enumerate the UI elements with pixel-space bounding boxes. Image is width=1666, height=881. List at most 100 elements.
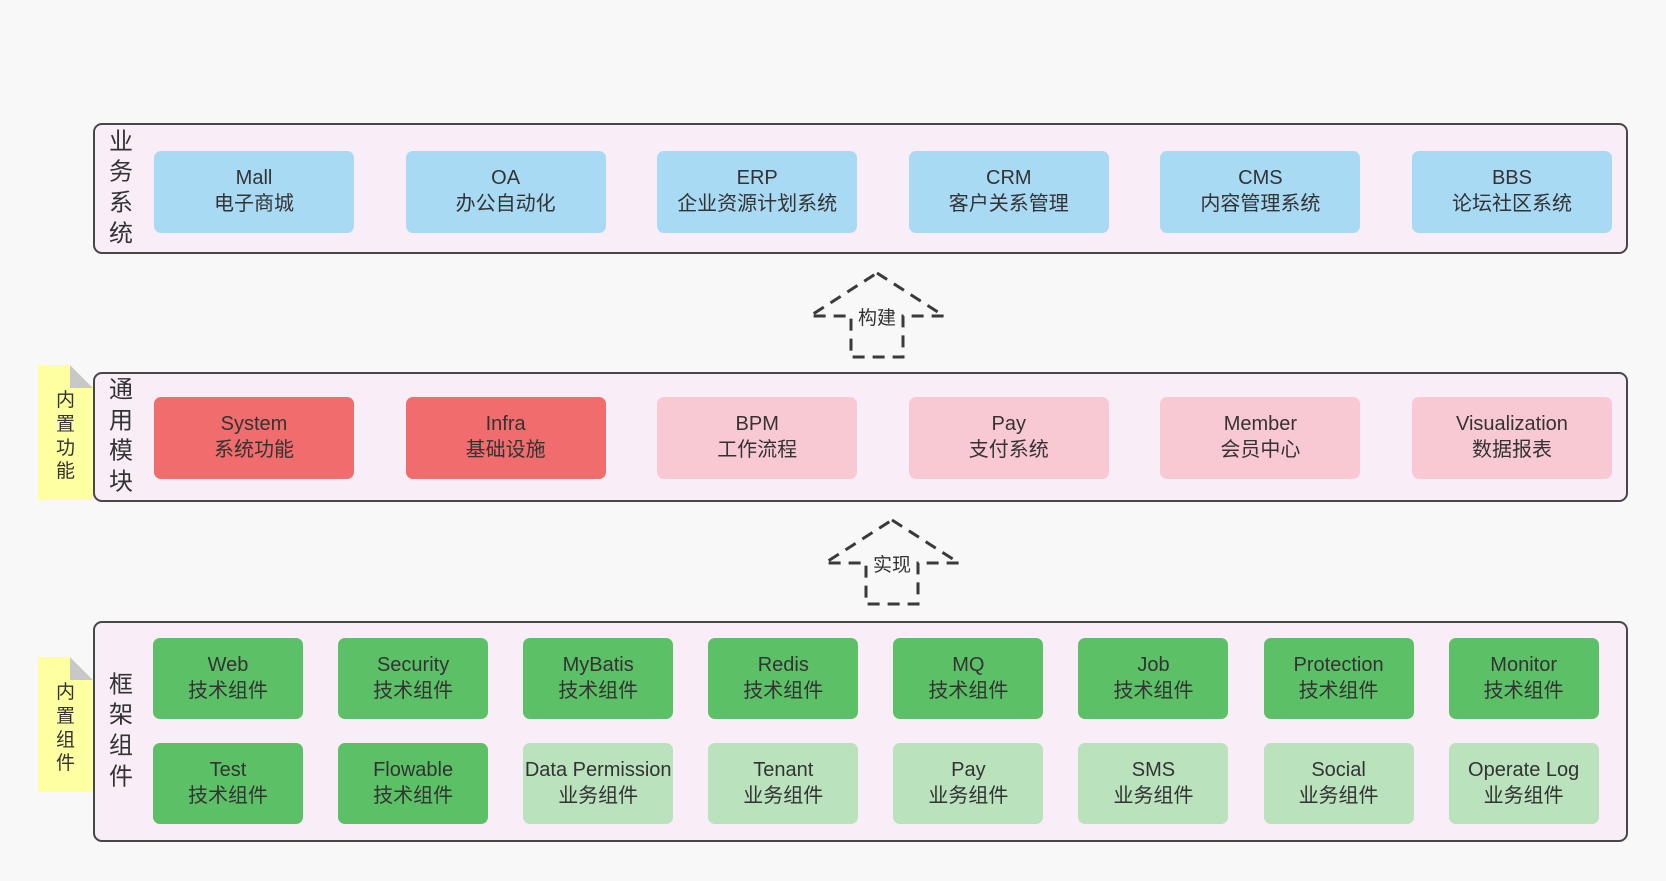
box-pay: Pay 支付系统 [908,397,1109,479]
box-job: Job 技术组件 [1078,638,1229,719]
box-subtitle: 支付系统 [968,439,1049,461]
up-arrow-shape [807,271,947,359]
folded-corner-icon [70,657,93,680]
box-mybatis: MyBatis 技术组件 [523,638,674,719]
box-subtitle: 业务组件 [1298,784,1379,807]
box-title: Web [207,653,249,676]
box-title: MyBatis [562,653,634,676]
box-title: CRM [986,167,1032,190]
box-subtitle: 电子商城 [214,193,294,215]
box-pay-biz: Pay 业务组件 [893,743,1044,824]
component-boxes-row-1: Web 技术组件 Security 技术组件 MyBatis 技术组件 Redi… [153,638,1599,719]
component-boxes-rows: Web 技术组件 Security 技术组件 MyBatis 技术组件 Redi… [153,638,1599,824]
box-title: Mall [235,167,273,190]
box-title: Tenant [753,758,814,781]
box-title: Job [1137,653,1170,676]
box-title: SMS [1131,758,1176,781]
section-business-systems: 业务系统 Mall 电子商城 OA 办公自动化 ERP 企业资源计划系统 CRM… [93,123,1628,254]
arrow-label: 实现 [869,554,915,578]
box-bbs: BBS 论坛社区系统 [1411,151,1612,233]
box-subtitle: 基础设施 [465,439,546,461]
box-bpm: BPM 工作流程 [657,397,858,479]
box-redis: Redis 技术组件 [708,638,859,719]
section-label: 业务系统 [109,128,133,248]
box-subtitle: 客户关系管理 [948,193,1069,215]
box-title: ERP [736,167,778,190]
box-member: Member 会员中心 [1160,397,1361,479]
box-subtitle: 内容管理系统 [1200,193,1321,215]
box-cms: CMS 内容管理系统 [1160,151,1361,233]
box-title: Protection [1293,653,1384,676]
box-title: OA [491,167,521,190]
section-common-modules: 通用模块 System 系统功能 Infra 基础设施 BPM 工作流程 Pay… [93,372,1628,502]
box-title: Monitor [1490,653,1557,676]
arrow-implement: 实现 [822,517,962,607]
box-protection: Protection 技术组件 [1263,638,1414,719]
sticky-note-built-in-components: 内置组件 [38,657,93,792]
section-framework-components: 框架组件 Web 技术组件 Security 技术组件 MyBatis 技术组件… [93,621,1628,842]
box-subtitle: 会员中心 [1220,439,1301,461]
box-subtitle: 业务组件 [1113,784,1194,807]
box-title: Pay [951,758,986,781]
box-title: Security [376,653,450,676]
box-title: Infra [485,413,526,436]
box-subtitle: 业务组件 [1483,784,1564,807]
box-title: Data Permission [524,758,672,781]
box-subtitle: 技术组件 [373,679,454,702]
box-system: System 系统功能 [154,397,354,479]
box-crm: CRM 客户关系管理 [908,151,1109,233]
box-subtitle: 系统功能 [214,439,294,461]
sticky-note-label: 内置组件 [55,682,75,775]
box-subtitle: 技术组件 [743,679,824,702]
box-subtitle: 业务组件 [928,784,1009,807]
section-label: 框架组件 [109,671,133,791]
box-subtitle: 技术组件 [558,679,639,702]
box-subtitle: 技术组件 [1113,679,1194,702]
box-title: MQ [952,653,985,676]
box-monitor: Monitor 技术组件 [1448,638,1599,719]
arrow-build: 构建 [807,270,947,360]
box-tenant: Tenant 业务组件 [708,743,859,824]
box-infra: Infra 基础设施 [405,397,606,479]
box-sms: SMS 业务组件 [1078,743,1229,824]
folded-corner-icon [70,365,93,388]
box-title: Operate Log [1468,758,1580,781]
box-social: Social 业务组件 [1263,743,1414,824]
sticky-note-built-in-features: 内置功能 [38,365,93,500]
box-title: System [220,413,288,436]
box-title: Member [1223,413,1298,436]
box-title: BPM [735,413,779,436]
box-title: Pay [991,413,1027,436]
box-data-permission: Data Permission 业务组件 [523,743,674,824]
box-subtitle: 办公自动化 [455,193,556,215]
box-erp: ERP 企业资源计划系统 [657,151,858,233]
box-subtitle: 技术组件 [188,784,268,807]
box-subtitle: 业务组件 [558,784,639,807]
box-subtitle: 技术组件 [928,679,1009,702]
box-flowable: Flowable 技术组件 [338,743,489,824]
box-visualization: Visualization 数据报表 [1411,397,1612,479]
module-boxes-row: System 系统功能 Infra 基础设施 BPM 工作流程 Pay 支付系统… [154,397,1612,479]
box-subtitle: 技术组件 [1298,679,1379,702]
box-title: Social [1311,758,1366,781]
box-oa: OA 办公自动化 [405,151,606,233]
box-operate-log: Operate Log 业务组件 [1448,743,1599,824]
box-security: Security 技术组件 [338,638,489,719]
arrow-label: 构建 [854,307,900,331]
up-arrow-shape [822,518,962,606]
box-subtitle: 技术组件 [373,784,454,807]
box-web: Web 技术组件 [153,638,303,719]
component-boxes-row-2: Test 技术组件 Flowable 技术组件 Data Permission … [153,743,1599,824]
box-subtitle: 业务组件 [743,784,824,807]
section-label: 通用模块 [109,376,133,496]
box-title: Redis [757,653,809,676]
box-title: Flowable [373,758,454,781]
box-test: Test 技术组件 [153,743,303,824]
box-subtitle: 技术组件 [188,679,268,702]
box-title: BBS [1491,167,1532,190]
business-boxes-row: Mall 电子商城 OA 办公自动化 ERP 企业资源计划系统 CRM 客户关系… [154,151,1612,233]
box-mall: Mall 电子商城 [154,151,354,233]
box-subtitle: 数据报表 [1471,439,1552,461]
box-title: Test [209,758,247,781]
